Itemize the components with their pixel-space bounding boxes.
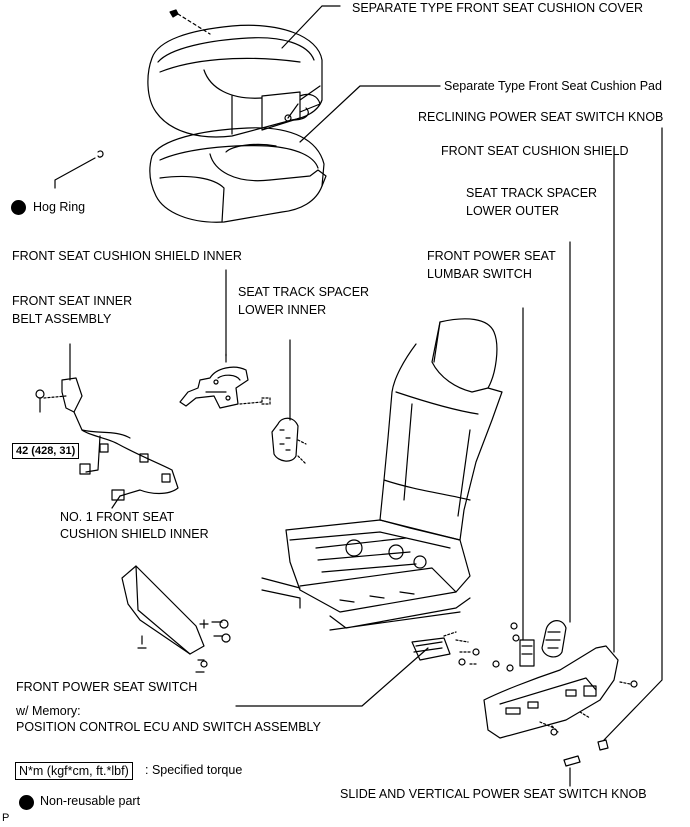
no1-shield-inner-part: [121, 565, 231, 673]
label-lumbar-line2: LUMBAR SWITCH: [427, 267, 532, 281]
belt-assembly-part: [35, 343, 179, 509]
label-no1-shield-line2: CUSHION SHIELD INNER: [60, 527, 209, 541]
torque-spec-box: 42 (428, 31): [12, 443, 80, 459]
label-slide-knob: SLIDE AND VERTICAL POWER SEAT SWITCH KNO…: [340, 787, 647, 801]
label-cushion-shield: FRONT SEAT CUSHION SHIELD: [441, 144, 629, 158]
nonreusable-dot-icon: [11, 200, 26, 215]
legend-nonreusable-text: Non-reusable part: [40, 794, 141, 808]
label-spacer-inner-line2: LOWER INNER: [238, 303, 327, 317]
label-no1-shield-line1: NO. 1 FRONT SEAT: [60, 510, 175, 524]
label-lumbar-line1: FRONT POWER SEAT: [427, 249, 556, 263]
cushion-cover-part: [147, 24, 323, 138]
label-belt-line2: BELT ASSEMBLY: [12, 312, 112, 326]
label-memory-line1: w/ Memory:: [16, 704, 81, 718]
label-shield-inner: FRONT SEAT CUSHION SHIELD INNER: [12, 249, 242, 263]
label-belt-line1: FRONT SEAT INNER: [12, 294, 133, 308]
label-memory-line2: POSITION CONTROL ECU AND SWITCH ASSEMBLY: [16, 720, 321, 734]
shield-inner-part: [179, 353, 271, 409]
label-hog-ring: Hog Ring: [33, 200, 86, 214]
label-cushion-pad: Separate Type Front Seat Cushion Pad: [444, 79, 662, 93]
label-spacer-outer-line1: SEAT TRACK SPACER: [466, 186, 598, 200]
legend-nonreusable-dot-icon: [19, 795, 34, 810]
legend-torque-box: N*m (kgf*cm, ft.*lbf): [15, 762, 133, 780]
label-spacer-inner-line1: SEAT TRACK SPACER: [238, 285, 370, 299]
spacer-inner-part: [271, 417, 307, 465]
cushion-shield-part: [483, 645, 638, 739]
power-switch-part: [411, 631, 500, 668]
lumbar-switch-part: [506, 622, 535, 672]
label-power-switch: FRONT POWER SEAT SWITCH: [16, 680, 198, 694]
spacer-outer-part: [541, 620, 567, 658]
legend-torque-text: : Specified torque: [145, 763, 243, 777]
seat-part: [261, 318, 503, 631]
label-reclining-knob: RECLINING POWER SEAT SWITCH KNOB: [418, 110, 664, 124]
corner-mark: P: [2, 812, 10, 824]
label-spacer-outer-line2: LOWER OUTER: [466, 204, 560, 218]
cushion-pad-part: [149, 127, 327, 223]
label-cushion-cover: SEPARATE TYPE FRONT SEAT CUSHION COVER: [352, 1, 644, 15]
